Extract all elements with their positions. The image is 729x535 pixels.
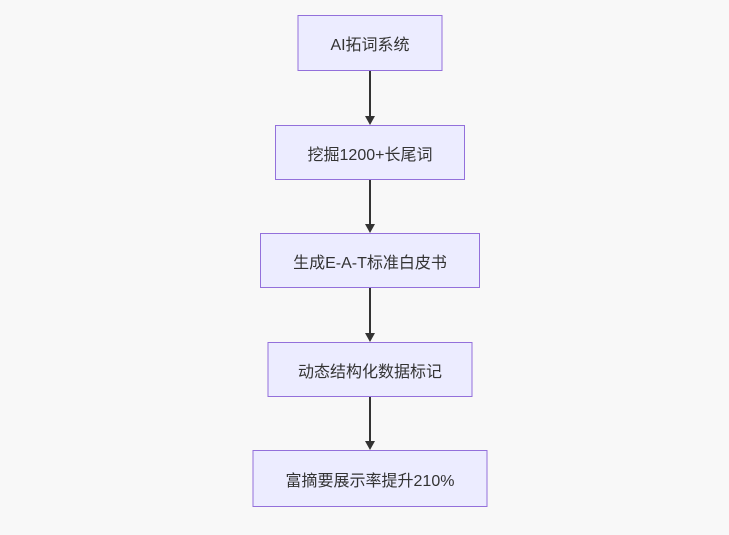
flow-node-structured-data-markup: 动态结构化数据标记	[267, 342, 473, 397]
arrowhead-down-icon	[365, 441, 375, 450]
arrowhead-down-icon	[365, 224, 375, 233]
flow-node-longtail-keywords: 挖掘1200+长尾词	[275, 125, 465, 180]
flow-arrow-2	[365, 180, 375, 233]
arrow-line	[369, 288, 371, 333]
arrowhead-down-icon	[365, 116, 375, 125]
flow-node-ai-keyword-system: AI拓词系统	[297, 15, 443, 71]
flow-arrow-3	[365, 288, 375, 342]
arrow-line	[369, 71, 371, 116]
flow-arrow-4	[365, 397, 375, 450]
arrowhead-down-icon	[365, 333, 375, 342]
flow-arrow-1	[365, 71, 375, 125]
arrow-line	[369, 180, 371, 224]
flow-node-eat-whitepaper: 生成E-A-T标准白皮书	[260, 233, 480, 288]
flow-node-rich-snippet-rate: 富摘要展示率提升210%	[252, 450, 488, 507]
arrow-line	[369, 397, 371, 441]
